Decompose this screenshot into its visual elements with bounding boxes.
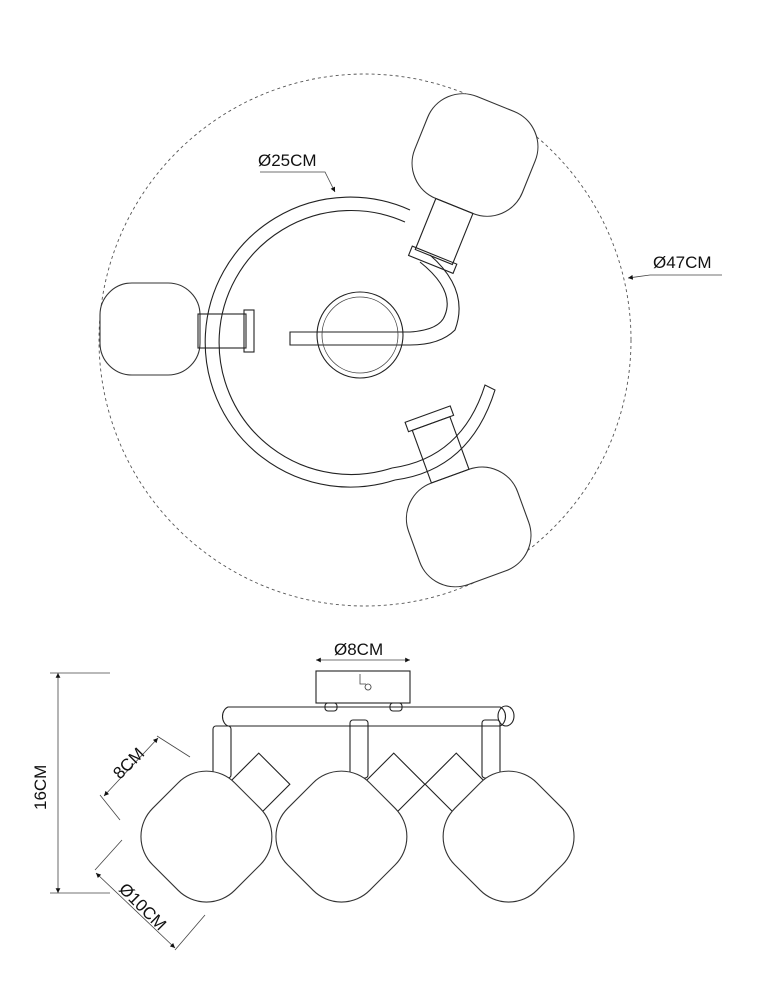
top-view: Ø25CM Ø47CM	[98, 73, 722, 607]
lamp-side-2	[275, 752, 426, 903]
ring-arm-end	[391, 384, 496, 481]
bar-end-cap	[497, 705, 515, 727]
mounting-bar	[221, 706, 507, 727]
ring-arm-outer	[204, 196, 411, 488]
canopy-diameter-label: Ø8CM	[334, 640, 383, 659]
extension-line	[156, 735, 191, 758]
outer-diameter-leader	[627, 274, 722, 280]
ring-arm-inner	[218, 209, 406, 475]
lamp-bottom-right	[404, 405, 532, 588]
joint	[349, 719, 369, 779]
ring-diameter-leader	[260, 171, 336, 193]
extension-line	[99, 794, 121, 821]
lamp-top-right	[407, 93, 539, 275]
outer-diameter-label: Ø47CM	[653, 253, 712, 272]
shade-dimension	[95, 872, 176, 949]
side-view: Ø8CM 16CM 8CM	[31, 640, 575, 951]
shade-diameter-label: Ø10CM	[115, 879, 170, 934]
extension-line	[94, 839, 123, 871]
extension-line	[174, 914, 206, 951]
center-canopy-inner	[321, 296, 399, 374]
center-canopy	[316, 291, 404, 379]
arm-dimension	[103, 737, 159, 797]
arm-length-label: 8CM	[109, 744, 148, 783]
outer-diameter-circle	[98, 73, 632, 607]
ring-diameter-label: Ø25CM	[258, 151, 317, 170]
height-label: 16CM	[31, 765, 50, 810]
center-arm	[289, 254, 460, 346]
joint	[481, 719, 501, 779]
screw-icon	[359, 674, 372, 691]
joint	[212, 725, 232, 779]
canopy	[315, 670, 411, 704]
lamp-side-3	[424, 752, 575, 903]
lamp-left	[99, 282, 255, 376]
